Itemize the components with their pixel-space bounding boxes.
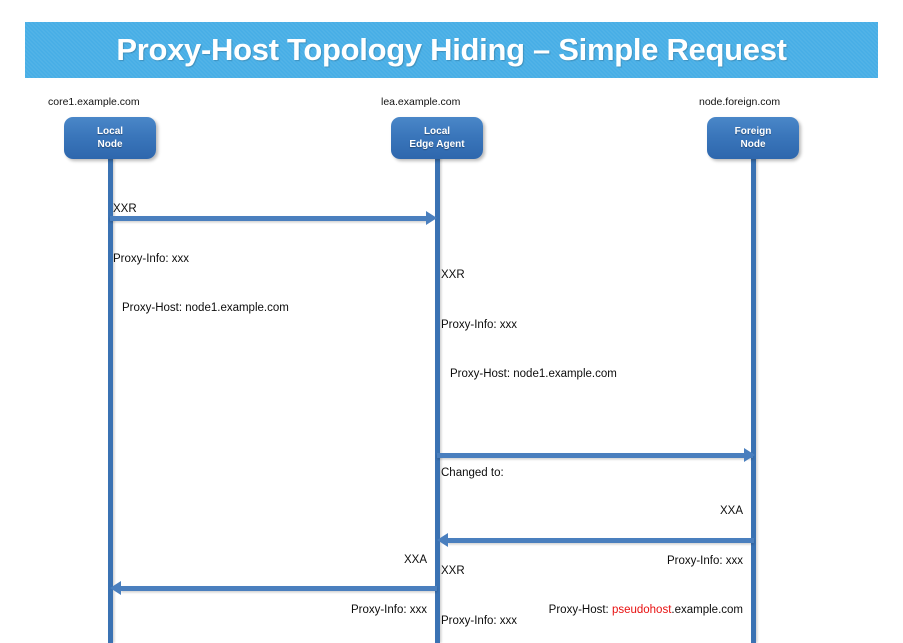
message-1-line3: Proxy-Host: node1.example.com	[113, 300, 289, 317]
message-1-line1: XXR	[113, 203, 137, 215]
message-1-arrow-head	[426, 211, 437, 225]
message-4-text: XXA Proxy-Info: xxx Proxy-Host: node1.ex…	[120, 519, 427, 643]
actor-box-local-node-line1: Local	[96, 126, 124, 137]
message-2-received-line3-host: node1.example.com	[513, 368, 617, 380]
message-3-line1: XXA	[719, 505, 743, 517]
message-3-arrow-head	[437, 533, 448, 547]
actor-box-foreign-node[interactable]: Foreign Node	[707, 117, 799, 159]
message-3-line3-prefix: Proxy-Host:	[548, 604, 612, 616]
lifeline-local-node	[108, 150, 113, 643]
message-2-gap-1	[441, 416, 644, 432]
page-title: Proxy-Host Topology Hiding – Simple Requ…	[116, 32, 787, 67]
actor-box-local-edge-agent[interactable]: Local Edge Agent	[391, 117, 483, 159]
actor-box-local-node[interactable]: Local Node	[64, 117, 156, 159]
title-banner: Proxy-Host Topology Hiding – Simple Requ…	[25, 22, 878, 78]
message-4-arrow-line	[121, 586, 437, 591]
lifeline-local-edge-agent	[435, 150, 440, 643]
actor-box-local-edge-agent-line1: Local	[423, 126, 451, 137]
message-3-line3-host: pseudohost	[611, 604, 672, 616]
actor-caption-core1: core1.example.com	[48, 96, 140, 108]
message-3-text: XXA Proxy-Info: xxx Proxy-Host: pseudoho…	[443, 470, 743, 643]
message-1-text: XXR Proxy-Info: xxx Proxy-Host: node1.ex…	[113, 168, 289, 350]
message-1-line3-prefix: Proxy-Host:	[122, 302, 186, 314]
actor-box-foreign-node-line1: Foreign	[734, 126, 772, 137]
message-2-received-line3-prefix: Proxy-Host:	[450, 368, 514, 380]
message-2-received-line3: Proxy-Host: node1.example.com	[441, 366, 644, 383]
actor-box-foreign-node-line2: Node	[740, 139, 766, 150]
message-1-arrow-line	[110, 216, 428, 221]
message-1-line3-host: node1.example.com	[185, 302, 289, 314]
actor-box-local-node-line2: Node	[97, 139, 123, 150]
actor-caption-lea: lea.example.com	[381, 96, 461, 108]
actor-box-local-edge-agent-line2: Edge Agent	[409, 139, 465, 150]
message-2-sent-line1: XXR	[441, 565, 465, 577]
message-2-text: XXR Proxy-Info: xxx Proxy-Host: node1.ex…	[441, 234, 644, 643]
message-3-line3-suffix: .example.com	[671, 604, 743, 616]
message-2-arrow-line	[437, 453, 753, 458]
message-2-sent-line2: Proxy-Info: xxx	[441, 614, 518, 627]
message-4-line1: XXA	[403, 554, 427, 566]
message-4-line2: Proxy-Info: xxx	[350, 603, 427, 616]
message-3-arrow-line	[448, 538, 754, 543]
message-1-line2: Proxy-Info: xxx	[113, 252, 190, 265]
lifeline-foreign-node	[751, 150, 756, 643]
message-2-received-line2: Proxy-Info: xxx	[441, 318, 518, 331]
message-2-changed-to-label: Changed to:	[441, 466, 504, 479]
message-3-line2: Proxy-Info: xxx	[666, 554, 743, 567]
message-4-arrow-head	[110, 581, 121, 595]
message-2-received-line1: XXR	[441, 269, 465, 281]
message-3-line3: Proxy-Host: pseudohost.example.com	[443, 602, 743, 619]
actor-caption-foreign: node.foreign.com	[699, 96, 781, 108]
message-2-arrow-head	[744, 448, 755, 462]
